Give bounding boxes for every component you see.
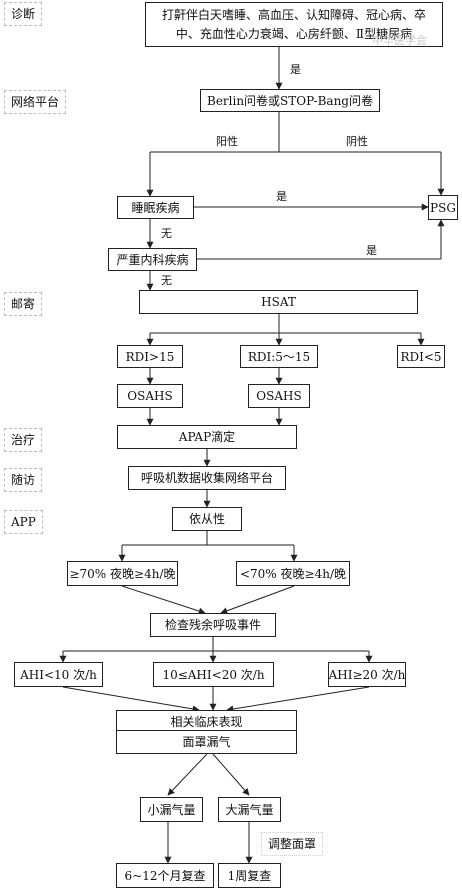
severe-medical-box: 严重内科疾病 xyxy=(108,248,197,271)
edge-label-no-severe: 无 xyxy=(161,274,172,287)
large-leak-box: 大漏气量 xyxy=(218,797,281,822)
sleep-disorder-box: 睡眠疾病 xyxy=(117,196,194,219)
rdi-gt15-box: RDI>15 xyxy=(117,345,183,368)
recheck-6-12-box: 6~12个月复查 xyxy=(116,863,214,888)
ahi-lt10-box: AHI<10 次/h xyxy=(14,662,103,687)
questionnaire-box: Berlin问卷或STOP-Bang问卷 xyxy=(200,89,380,112)
osahs-box-1: OSAHS xyxy=(117,384,183,408)
edge-label-no-sleep: 无 xyxy=(161,227,172,240)
rdi-lt5-box: RDI<5 xyxy=(397,345,445,368)
adherent-box: ≥70% 夜晚≥4h/晚 xyxy=(67,561,178,586)
ahi-10-20-box: 10≤AHI<20 次/h xyxy=(153,662,274,687)
psg-box: PSG xyxy=(428,195,458,220)
ahi-ge20-box: AHI≥20 次/h xyxy=(328,662,406,687)
apap-box: APAP滴定 xyxy=(117,425,297,449)
edge-label-yes-sleep: 是 xyxy=(276,190,287,203)
hsat-box: HSAT xyxy=(139,290,418,314)
recheck-1w-box: 1周复查 xyxy=(218,863,281,888)
watermark: 中华医学会 xyxy=(372,34,427,47)
symptoms-box: 打鼾伴白天嗜睡、高血压、认知障碍、冠心病、卒中、充血性心力衰竭、心房纤颤、Ⅱ型糖… xyxy=(145,2,443,47)
stage-follow-up: 随访 xyxy=(4,468,43,492)
stage-treatment: 治疗 xyxy=(4,428,43,452)
edge-label-negative: 阴性 xyxy=(346,135,368,148)
non-adherent-box: <70% 夜晚≥4h/晚 xyxy=(236,561,350,586)
check-residual-box: 检查残余呼吸事件 xyxy=(150,613,276,637)
rdi-5-15-box: RDI:5～15 xyxy=(240,345,318,368)
stage-diagnosis: 诊断 xyxy=(4,2,43,26)
small-leak-box: 小漏气量 xyxy=(140,797,203,822)
edge-label-yes-severe: 是 xyxy=(366,244,377,257)
stage-app: APP xyxy=(4,510,43,534)
stage-mail: 邮寄 xyxy=(4,292,43,316)
edge-label-positive: 阳性 xyxy=(216,135,238,148)
stage-network-platform: 网络平台 xyxy=(4,90,67,114)
ventilator-platform-box: 呼吸机数据收集网络平台 xyxy=(128,466,286,490)
adjust-mask-note: 调整面罩 xyxy=(261,832,324,856)
osahs-box-2: OSAHS xyxy=(248,384,310,408)
adherence-box: 依从性 xyxy=(172,507,242,531)
mask-leak-box: 面罩漏气 xyxy=(116,730,297,754)
edge-label-yes-top: 是 xyxy=(290,63,301,76)
